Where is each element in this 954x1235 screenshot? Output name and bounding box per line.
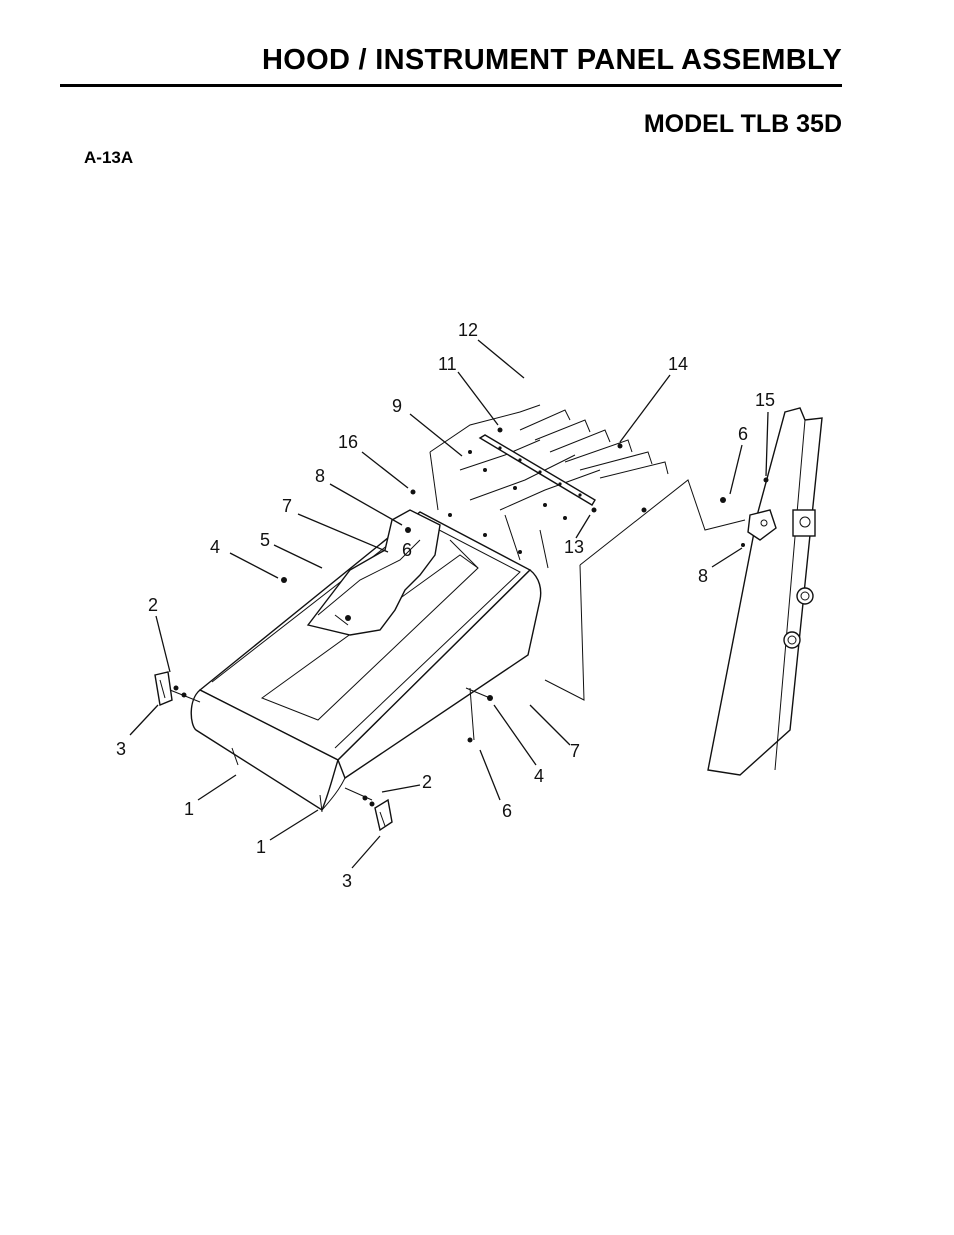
callout-1-upper: 1 bbox=[184, 799, 194, 819]
explosion-lines bbox=[429, 404, 746, 701]
hardware bbox=[231, 427, 769, 813]
callout-15: 15 bbox=[755, 390, 775, 410]
callout-7-upper: 7 bbox=[282, 496, 292, 516]
callout-8-right: 8 bbox=[698, 566, 708, 586]
callout-6-lower: 6 bbox=[502, 801, 512, 821]
callout-13: 13 bbox=[564, 537, 584, 557]
callout-5: 5 bbox=[260, 530, 270, 550]
callout-9: 9 bbox=[392, 396, 402, 416]
callout-1-lower: 1 bbox=[256, 837, 266, 857]
callout-12: 12 bbox=[458, 320, 478, 340]
callout-7-lower: 7 bbox=[570, 741, 580, 761]
callout-3-left: 3 bbox=[116, 739, 126, 759]
hood bbox=[190, 509, 542, 812]
model-label: MODEL TLB 35D bbox=[643, 110, 842, 138]
callout-4-upper: 4 bbox=[210, 537, 220, 557]
instrument-bar bbox=[478, 434, 596, 506]
figure-id: A-13A bbox=[84, 148, 134, 167]
latch-right bbox=[344, 787, 393, 832]
leader-lines bbox=[129, 339, 769, 869]
callout-2-right: 2 bbox=[422, 772, 432, 792]
title-rule bbox=[60, 84, 842, 87]
latch-left bbox=[154, 671, 201, 706]
dash-panel bbox=[707, 407, 823, 776]
callout-2-left: 2 bbox=[148, 595, 158, 615]
callout-6-right: 6 bbox=[738, 424, 748, 444]
callout-14: 14 bbox=[668, 354, 688, 374]
callout-8-upper: 8 bbox=[315, 466, 325, 486]
callout-16: 16 bbox=[338, 432, 358, 452]
callout-6-center: 6 bbox=[402, 540, 412, 560]
callout-4-lower: 4 bbox=[534, 766, 544, 786]
callouts: 12 11 14 9 15 6 16 8 7 5 6 13 4 8 2 3 7 … bbox=[116, 320, 775, 891]
callout-3-right: 3 bbox=[342, 871, 352, 891]
page-title: HOOD / INSTRUMENT PANEL ASSEMBLY bbox=[262, 44, 842, 76]
callout-11: 11 bbox=[438, 354, 457, 374]
